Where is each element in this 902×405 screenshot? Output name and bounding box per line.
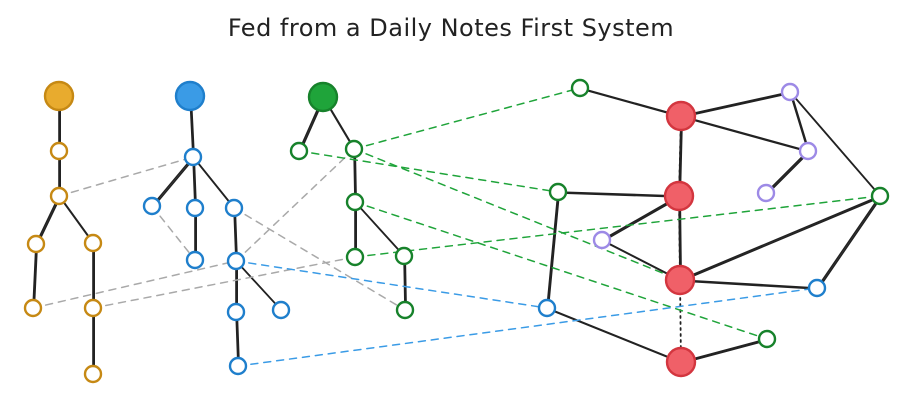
node-h1 xyxy=(548,182,568,202)
solid-edge xyxy=(557,191,680,197)
node-o7 xyxy=(83,364,103,384)
node-b0 xyxy=(174,80,206,112)
node-r2 xyxy=(664,264,696,296)
node-h3 xyxy=(757,329,777,349)
gray-dashed-link xyxy=(58,156,194,197)
node-b3 xyxy=(185,198,205,218)
solid-edge-sketch xyxy=(681,116,811,153)
node-b1 xyxy=(183,147,203,167)
node-h4 xyxy=(537,298,557,318)
blue-dashed-link xyxy=(237,287,818,367)
node-p3 xyxy=(592,230,612,250)
solid-edge xyxy=(765,150,809,194)
gray-dashed-link xyxy=(233,207,406,311)
node-p1 xyxy=(798,141,818,161)
node-r0 xyxy=(665,100,697,132)
blue-dashed-link xyxy=(235,260,548,309)
node-o4 xyxy=(83,233,103,253)
solid-edge-sketch xyxy=(152,157,195,208)
node-h2 xyxy=(870,186,890,206)
node-r3 xyxy=(665,346,697,378)
solid-edge-sketch xyxy=(580,88,684,118)
solid-edge-sketch xyxy=(817,196,883,290)
solid-edge-sketch xyxy=(547,308,684,364)
diagram-title: Fed from a Daily Notes First System xyxy=(227,14,675,42)
node-r1 xyxy=(663,180,695,212)
edges-layer xyxy=(32,87,883,376)
node-b2 xyxy=(142,196,162,216)
node-o6 xyxy=(83,298,103,318)
node-b6 xyxy=(226,251,246,271)
solid-edge xyxy=(816,195,881,289)
solid-edge xyxy=(32,243,37,309)
node-b8 xyxy=(271,300,291,320)
nodes-layer xyxy=(23,78,890,384)
solid-edge xyxy=(546,191,559,309)
node-o5 xyxy=(23,298,43,318)
solid-edge-sketch xyxy=(766,151,811,195)
solid-edge xyxy=(679,195,881,281)
node-o0 xyxy=(43,80,75,112)
solid-edge-sketch xyxy=(681,92,793,118)
green-dashed-link xyxy=(353,87,581,150)
gray-dashed-link xyxy=(151,205,196,261)
node-p0 xyxy=(780,82,800,102)
solid-edge-sketch xyxy=(236,261,284,312)
solid-edge-sketch xyxy=(355,202,407,258)
green-dashed-link xyxy=(353,148,681,281)
solid-edge-sketch xyxy=(193,157,236,210)
node-b9 xyxy=(228,356,248,376)
solid-edge-sketch xyxy=(547,192,561,310)
node-p2 xyxy=(756,183,776,203)
gray-dashed-link xyxy=(32,260,237,309)
green-dashed-link xyxy=(354,201,768,340)
node-h5 xyxy=(807,278,827,298)
node-g5 xyxy=(394,246,414,266)
node-g3 xyxy=(345,192,365,212)
solid-edge-sketch xyxy=(681,339,770,364)
node-o3 xyxy=(26,234,46,254)
node-g0 xyxy=(307,81,339,113)
solid-edge-sketch xyxy=(558,192,682,198)
solid-edge-sketch xyxy=(33,244,39,310)
solid-edge-sketch xyxy=(680,280,820,290)
gray-dashed-link xyxy=(92,256,356,309)
solid-edge xyxy=(680,91,791,117)
solid-edge-sketch xyxy=(680,196,883,282)
node-g4 xyxy=(345,247,365,267)
node-g6 xyxy=(395,300,415,320)
node-o1 xyxy=(49,141,69,161)
green-dashed-link xyxy=(354,195,881,258)
gray-dashed-link xyxy=(235,148,355,262)
solid-edge xyxy=(679,279,818,289)
node-b7 xyxy=(226,302,246,322)
node-g2 xyxy=(344,139,364,159)
solid-edge xyxy=(151,156,194,207)
solid-edge-sketch xyxy=(790,92,883,198)
node-g1 xyxy=(289,141,309,161)
node-b4 xyxy=(224,198,244,218)
green-dashed-link xyxy=(298,150,559,193)
node-b5 xyxy=(185,250,205,270)
node-h0 xyxy=(570,78,590,98)
solid-edge xyxy=(789,91,809,152)
node-o2 xyxy=(49,186,69,206)
